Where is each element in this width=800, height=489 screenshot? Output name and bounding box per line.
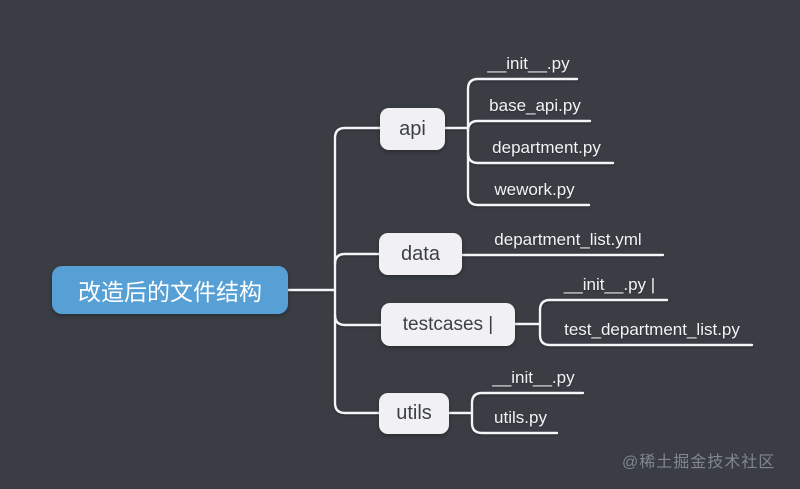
topic-testcases[interactable]: testcases | [381, 303, 515, 346]
topic-utils[interactable]: utils [379, 393, 449, 434]
root-topic[interactable]: 改造后的文件结构 [52, 266, 288, 314]
leaf-utils-utils-py[interactable]: utils.py [494, 408, 547, 427]
leaf-testcases-test-department-list[interactable]: test_department_list.py [564, 320, 740, 339]
leaf-api-init[interactable]: __init__.py [487, 54, 570, 73]
leaf-data-department-list[interactable]: department_list.yml [494, 230, 642, 249]
leaf-api-base-api[interactable]: base_api.py [489, 96, 581, 115]
leaf-testcases-init[interactable]: __init__.py | [563, 275, 656, 294]
leaf-api-wework[interactable]: wework.py [494, 180, 575, 199]
topic-data[interactable]: data [379, 233, 462, 275]
leaf-utils-init[interactable]: __init__.py [492, 368, 575, 387]
watermark: @稀土掘金技术社区 [622, 454, 776, 471]
leaf-api-department[interactable]: department.py [492, 138, 601, 157]
topic-api[interactable]: api [380, 108, 445, 150]
